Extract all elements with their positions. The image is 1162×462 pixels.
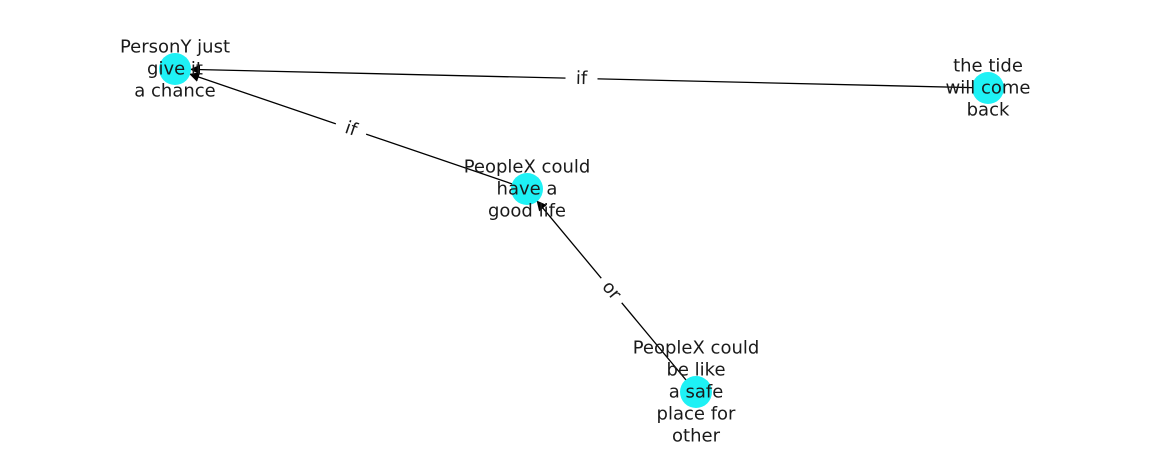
node-label-line: PeopleX could [633,338,760,359]
node-label-line: good life [488,201,566,222]
node-label-line: have a [497,179,558,200]
node-label-line: PeopleX could [464,157,591,178]
node-circle-n2 [972,72,1004,104]
edge-label-background [591,269,632,312]
nodes-layer [159,53,1004,408]
node-label-line: other [672,426,721,447]
node-label-line: place for [657,404,736,425]
edge-label-background [565,65,598,92]
node-circle-n3 [511,173,543,205]
node-label-line: will come [946,78,1031,99]
node-label-line: back [967,100,1010,121]
node-label-line: the tide [953,56,1023,77]
edge-label-e3: or [591,269,632,312]
node-circle-n1 [159,53,191,85]
node-label-line: a chance [134,81,215,102]
edge-label-text: if [576,68,588,89]
edge-label-e2: if [331,111,371,147]
edge-label-background [331,111,371,147]
edges-layer: if if or [189,64,989,393]
node-label-line: a safe [669,382,724,403]
node-label-line: PersonY just [120,37,230,58]
edge-label-e1: if [565,65,598,92]
node-label-line: give it [147,59,203,80]
node-circle-n4 [680,376,712,408]
node-label-line: be like [666,360,725,381]
